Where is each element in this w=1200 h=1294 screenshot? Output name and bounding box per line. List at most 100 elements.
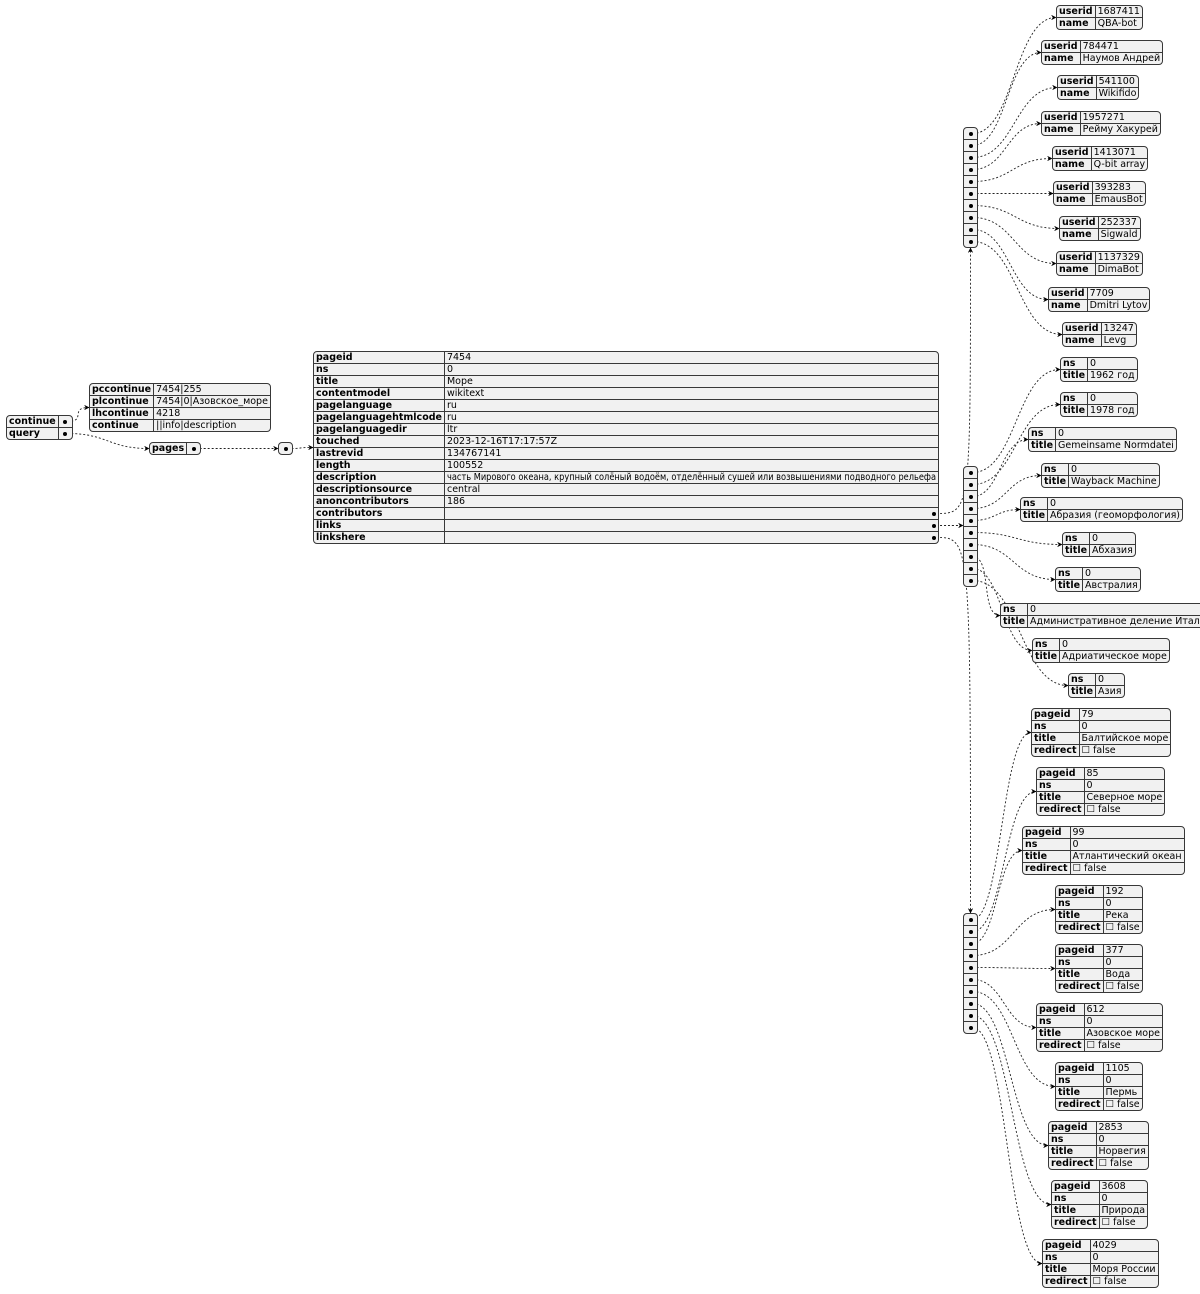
value: 192	[1105, 886, 1124, 897]
child-link[interactable]	[964, 950, 977, 962]
value-box: Море	[447, 376, 473, 387]
child-link[interactable]	[964, 575, 977, 586]
child-link[interactable]	[964, 224, 977, 236]
child-link[interactable]	[964, 986, 977, 998]
child-link[interactable]	[279, 443, 292, 454]
value-cell: 0	[1028, 604, 1200, 616]
child-link[interactable]	[187, 443, 200, 454]
child-link[interactable]	[964, 926, 977, 938]
child-link[interactable]	[964, 164, 977, 176]
array-item	[964, 950, 977, 962]
child-link[interactable]	[964, 563, 977, 575]
child-link[interactable]	[964, 515, 977, 527]
value: 0	[1101, 1193, 1108, 1204]
child-link[interactable]	[964, 527, 977, 539]
value: 0	[1092, 1252, 1099, 1263]
value-cell: ☐ false	[1085, 1040, 1162, 1051]
child-link[interactable]	[964, 914, 977, 926]
key: userid	[1054, 182, 1093, 194]
key: pageid	[1056, 1063, 1104, 1075]
child-link[interactable]	[964, 962, 977, 974]
child-link[interactable]	[964, 551, 977, 563]
value: 1957271	[1082, 112, 1125, 123]
array-item	[964, 503, 977, 515]
value-cell: 0	[1096, 674, 1124, 686]
value-box: 1687411	[1098, 6, 1140, 17]
value: 377	[1105, 945, 1124, 956]
value: ☐ false	[1092, 1276, 1127, 1287]
connector-linkshere	[935, 537, 974, 914]
value-box: ☐ false	[1099, 1158, 1146, 1169]
value-cell: ☐ false	[1085, 804, 1165, 815]
child-link[interactable]	[964, 503, 977, 515]
key: title	[1032, 733, 1080, 745]
row-redirect: redirect☐ false	[1023, 863, 1184, 874]
array-item	[964, 551, 977, 563]
child-link[interactable]	[964, 1010, 977, 1022]
child-link[interactable]	[964, 140, 977, 152]
child-link[interactable]	[59, 428, 72, 439]
key: name	[1060, 229, 1099, 240]
value-box: Gemeinsame Normdatei	[1058, 440, 1174, 451]
value-box: Абразия (геоморфология)	[1050, 510, 1180, 521]
value: 79	[1081, 709, 1094, 720]
value-cell: 4218	[154, 408, 270, 420]
key: contributors	[314, 508, 445, 520]
row-redirect: redirect☐ false	[1056, 981, 1142, 992]
key: title	[314, 376, 445, 388]
link-dot-icon	[968, 227, 973, 232]
child-link[interactable]	[964, 188, 977, 200]
child-link[interactable]	[964, 152, 977, 164]
child-link[interactable]	[444, 508, 938, 520]
link-dot-icon	[968, 917, 973, 922]
child-link[interactable]	[964, 491, 977, 503]
child-link[interactable]	[964, 539, 977, 551]
value-box: Dmitri Lytov	[1090, 300, 1148, 311]
value: Северное море	[1086, 792, 1163, 803]
child-link[interactable]	[964, 176, 977, 188]
child-link[interactable]	[445, 532, 938, 543]
link-dot-icon	[968, 506, 973, 511]
value: Sigwald	[1100, 229, 1138, 240]
link-dot-icon	[63, 431, 68, 436]
child-link[interactable]	[964, 212, 977, 224]
value: 612	[1086, 1004, 1105, 1015]
child-link[interactable]	[58, 416, 72, 428]
key: name	[1063, 335, 1102, 346]
value-box: Q-bit array	[1094, 159, 1146, 170]
value: Море	[446, 376, 473, 387]
value-box: Норвегия	[1099, 1146, 1146, 1157]
connector-query	[67, 433, 150, 452]
connector	[972, 229, 1049, 303]
value: Азия	[1098, 686, 1122, 697]
child-link[interactable]	[964, 938, 977, 950]
child-link[interactable]	[964, 1022, 977, 1033]
value-box: ☐ false	[1106, 1099, 1140, 1110]
value-box: 0	[1062, 639, 1167, 650]
value: ||info|description	[156, 420, 237, 431]
child-link[interactable]	[964, 128, 977, 140]
child-link[interactable]	[964, 998, 977, 1010]
key: ns	[1042, 464, 1070, 476]
child-link[interactable]	[964, 467, 977, 479]
child-link[interactable]	[964, 479, 977, 491]
child-link[interactable]	[964, 236, 977, 247]
value: ltr	[446, 424, 458, 435]
key: ns	[1001, 604, 1029, 616]
child-link[interactable]	[964, 200, 977, 212]
child-link[interactable]	[964, 974, 977, 986]
value-box: ☐ false	[1087, 1040, 1160, 1051]
value: 0	[1090, 358, 1097, 369]
value-box: 0	[1102, 1193, 1146, 1204]
link-dot-icon	[968, 215, 973, 220]
value-cell: 784471	[1080, 41, 1163, 53]
connector	[972, 217, 1057, 267]
array-item	[964, 998, 977, 1010]
key: userid	[1063, 323, 1102, 335]
child-link[interactable]	[444, 520, 938, 532]
